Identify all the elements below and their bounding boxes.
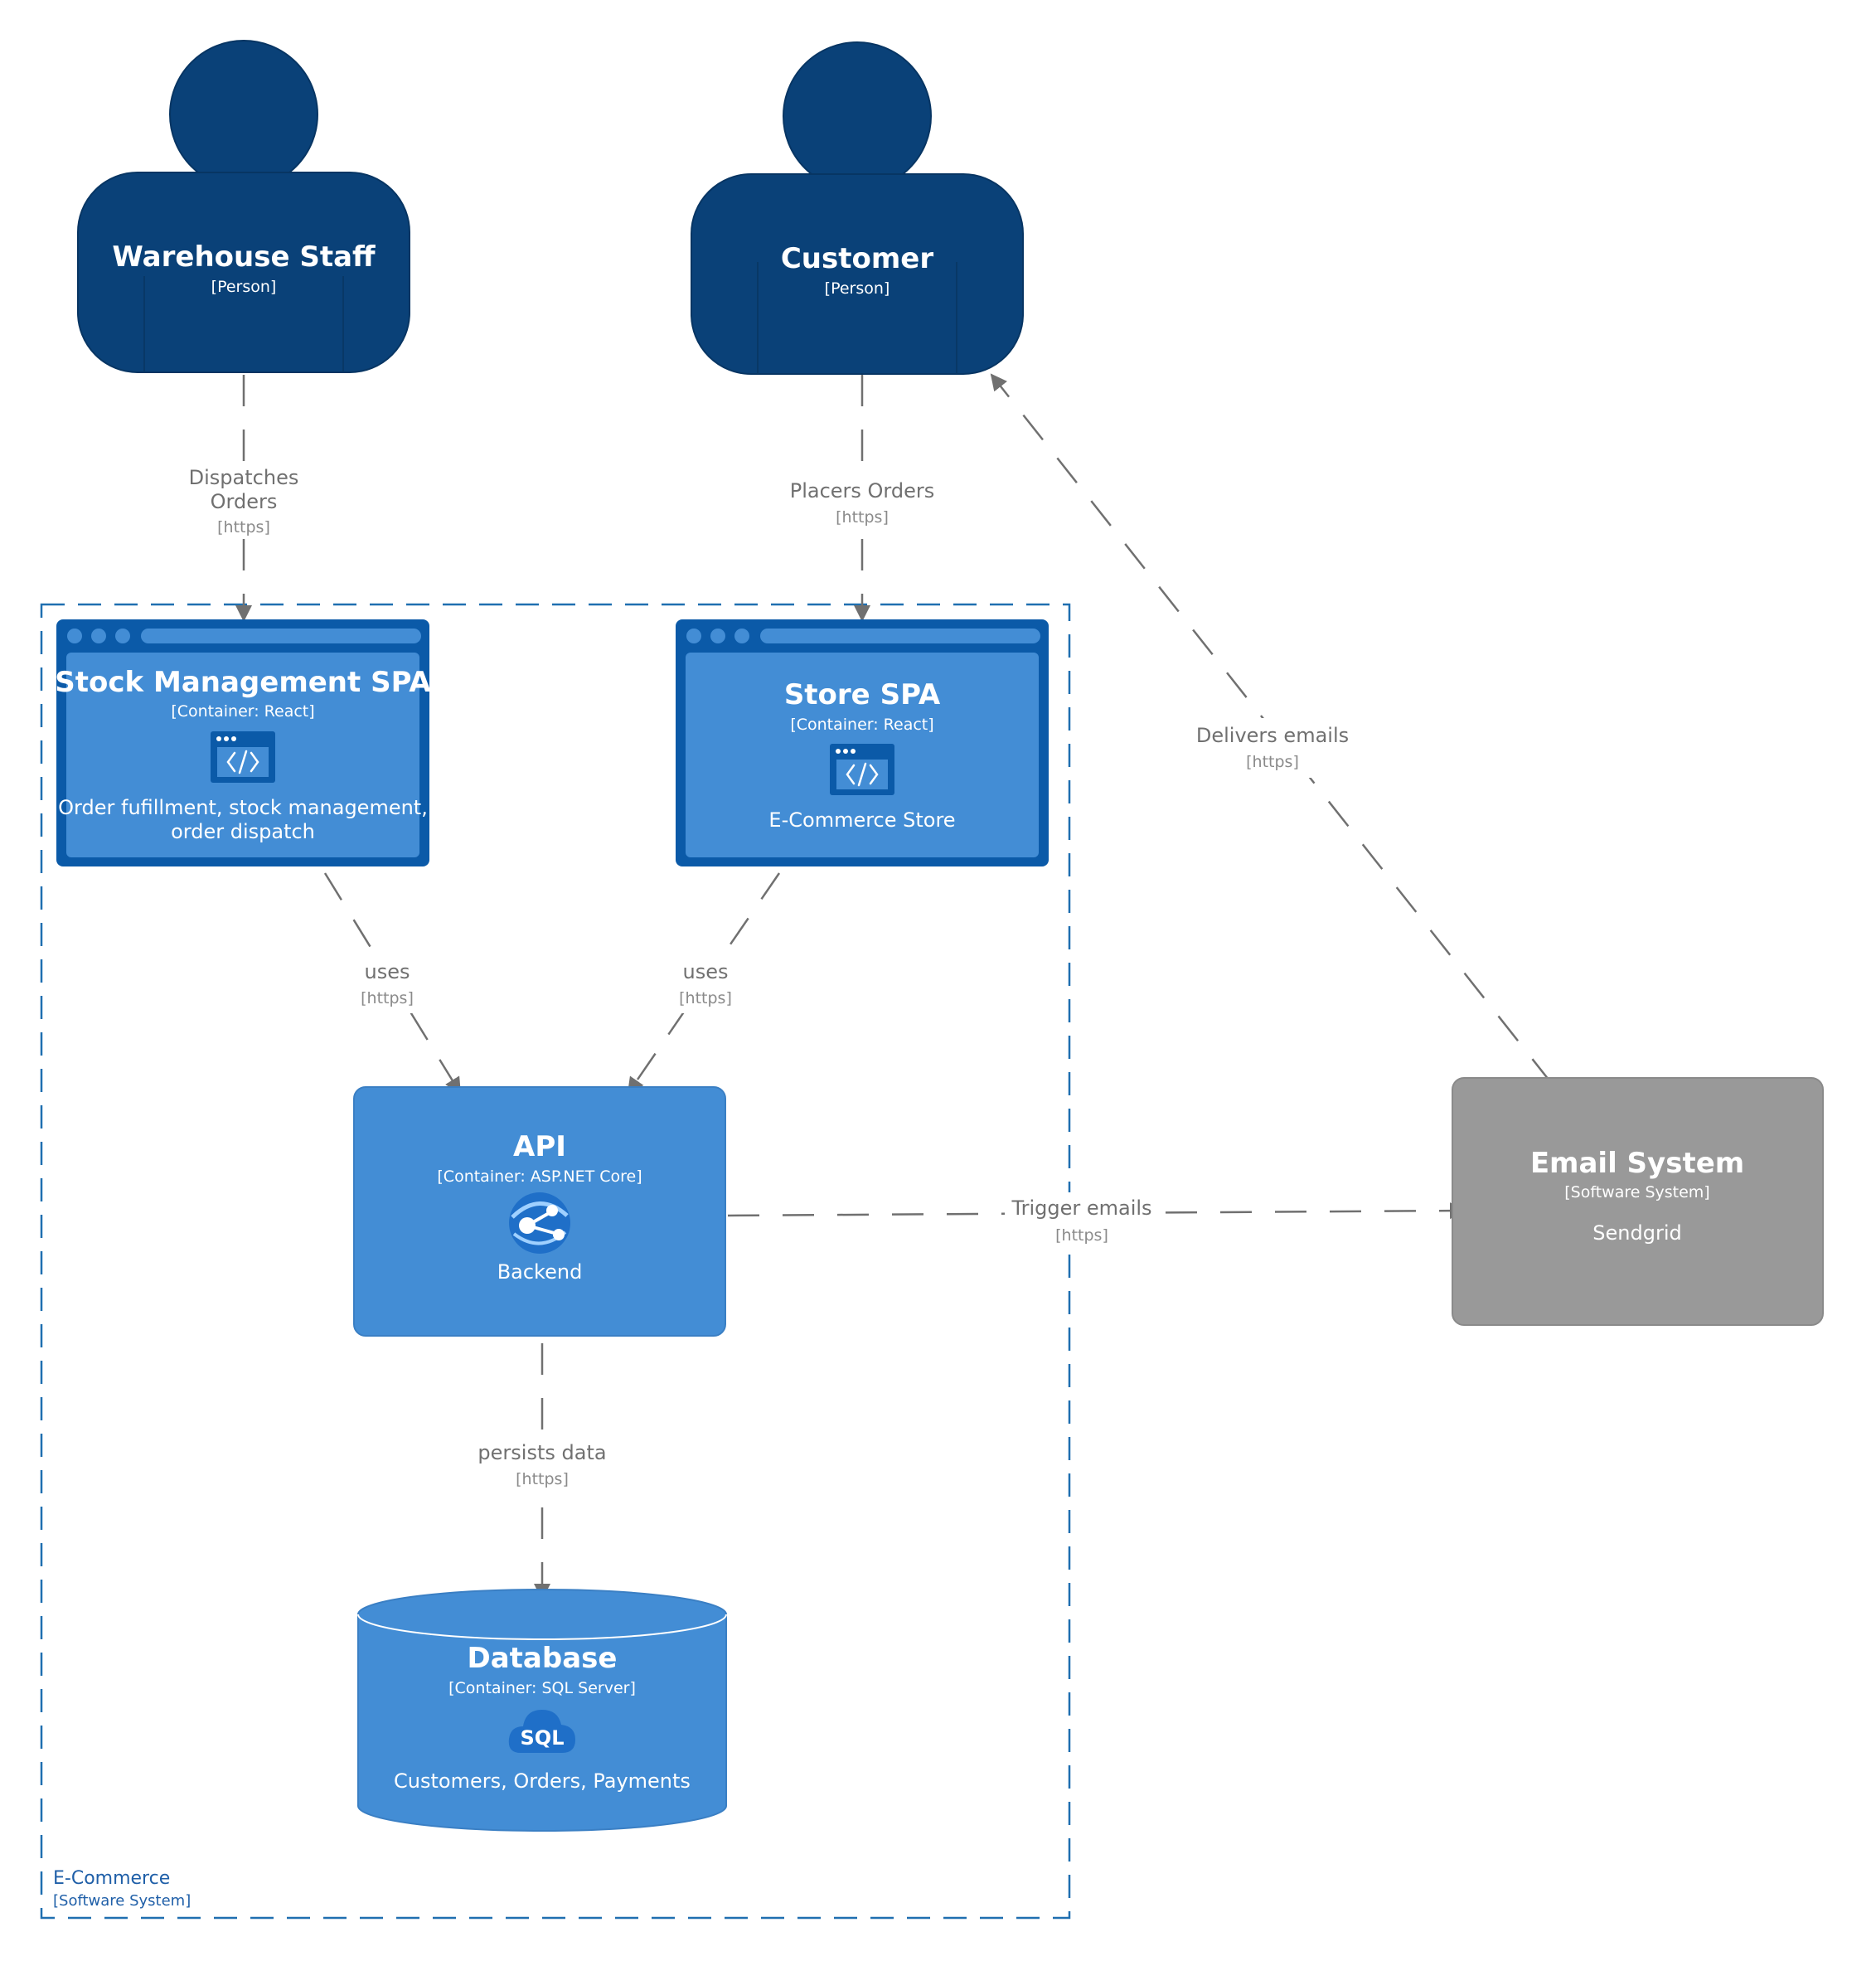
person-customer[interactable]: Customer [Person] xyxy=(691,41,1024,375)
container-api[interactable]: API [Container: ASP.NET Core] Backend xyxy=(353,1086,726,1337)
sql-database-icon: SQL xyxy=(508,1710,575,1753)
store-spa-desc: E-Commerce Store xyxy=(768,808,955,832)
database-type: [Container: SQL Server] xyxy=(448,1679,636,1697)
external-email-system[interactable]: Email System [Software System] Sendgrid xyxy=(1452,1077,1824,1326)
svg-text:Trigger emails: Trigger emails xyxy=(1011,1197,1151,1220)
svg-text:Orders: Orders xyxy=(211,490,278,513)
azure-app-service-icon xyxy=(509,1192,570,1254)
database-name: Database xyxy=(468,1642,618,1675)
label-uses-stock: uses [https] xyxy=(348,954,427,1013)
relationship-edges xyxy=(235,373,1553,1600)
svg-text:[https]: [https] xyxy=(1055,1226,1108,1245)
sql-icon-label: SQL xyxy=(521,1726,565,1750)
stock-spa-desc-line2: order dispatch xyxy=(171,820,315,843)
svg-text:Delivers emails: Delivers emails xyxy=(1196,724,1349,747)
customer-type: [Person] xyxy=(825,279,890,298)
web-app-code-icon xyxy=(211,731,275,783)
edge-api-to-email[interactable] xyxy=(727,1202,1466,1220)
edge-labels: Dispatches Orders [https] Placers Orders… xyxy=(182,461,1351,1494)
svg-text:[https]: [https] xyxy=(361,989,414,1007)
container-store-spa[interactable]: Store SPA [Container: React] E-Commerce … xyxy=(676,619,1049,866)
svg-text:persists data: persists data xyxy=(477,1441,606,1464)
stock-spa-name: Stock Management SPA xyxy=(55,666,431,699)
web-app-code-icon xyxy=(830,744,894,795)
label-trigger-emails: Trigger emails [https] xyxy=(1005,1192,1162,1252)
person-warehouse-staff[interactable]: Warehouse Staff [Person] xyxy=(77,40,410,373)
label-placers-orders: Placers Orders [https] xyxy=(783,473,941,532)
svg-text:[https]: [https] xyxy=(1246,753,1299,771)
stock-spa-desc-line1: Order fufillment, stock management, xyxy=(58,796,428,819)
database-desc: Customers, Orders, Payments xyxy=(394,1769,691,1793)
stock-spa-type: [Container: React] xyxy=(171,702,314,721)
svg-text:[https]: [https] xyxy=(679,989,732,1007)
email-system-name: Email System xyxy=(1530,1147,1744,1180)
warehouse-staff-name: Warehouse Staff xyxy=(112,240,376,274)
boundary-type: [Software System] xyxy=(53,1892,191,1910)
svg-text:[https]: [https] xyxy=(217,518,270,536)
customer-name: Customer xyxy=(781,242,933,275)
store-spa-type: [Container: React] xyxy=(790,716,933,734)
container-database[interactable]: Database [Container: SQL Server] SQL Cus… xyxy=(357,1589,727,1832)
email-system-desc: Sendgrid xyxy=(1592,1221,1681,1245)
svg-text:Dispatches: Dispatches xyxy=(189,466,299,489)
store-spa-name: Store SPA xyxy=(784,678,941,711)
label-dispatches-orders: Dispatches Orders [https] xyxy=(182,461,307,537)
warehouse-staff-type: [Person] xyxy=(211,278,277,296)
svg-text:[https]: [https] xyxy=(836,508,889,527)
svg-text:uses: uses xyxy=(365,960,410,983)
label-uses-store: uses [https] xyxy=(666,954,744,1013)
container-stock-management-spa[interactable]: Stock Management SPA [Container: React] … xyxy=(55,619,431,866)
svg-text:Placers Orders: Placers Orders xyxy=(790,479,935,502)
email-system-type: [Software System] xyxy=(1564,1183,1709,1201)
ecommerce-boundary[interactable]: E-Commerce [Software System] xyxy=(40,603,1071,1920)
boundary-name: E-Commerce xyxy=(53,1868,170,1889)
api-type: [Container: ASP.NET Core] xyxy=(437,1167,642,1186)
api-desc: Backend xyxy=(497,1260,583,1284)
api-name: API xyxy=(513,1130,566,1163)
label-delivers-emails: Delivers emails [https] xyxy=(1194,718,1351,778)
svg-text:uses: uses xyxy=(683,960,729,983)
svg-text:[https]: [https] xyxy=(516,1470,569,1488)
label-persists-data: persists data [https] xyxy=(473,1434,613,1494)
